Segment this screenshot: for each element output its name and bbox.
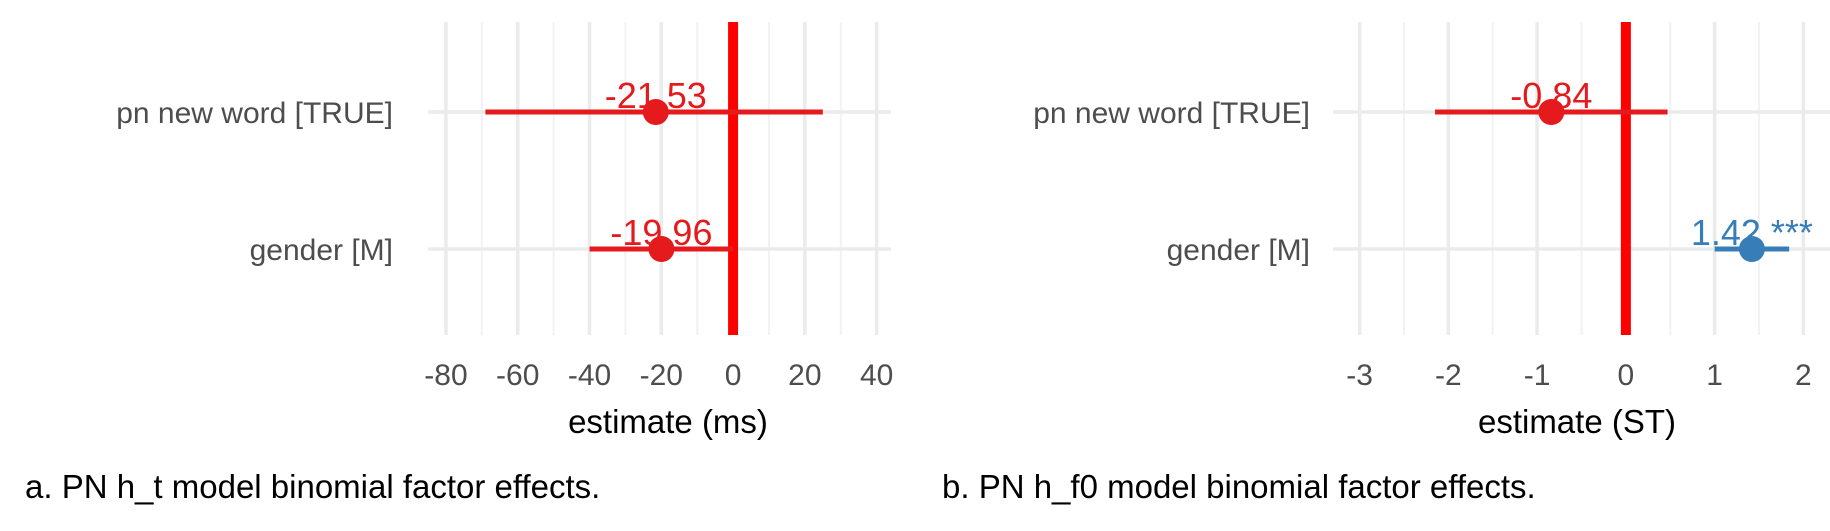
value-label: -19.96 (610, 212, 712, 253)
caption-b: b. PN h_f0 model binomial factor effects… (942, 468, 1536, 505)
x-tick-label: 40 (860, 359, 893, 392)
x-tick-label: 0 (725, 359, 742, 392)
x-tick-label: 20 (788, 359, 821, 392)
x-tick-label: -80 (424, 359, 467, 392)
panel-a: -21.53 -19.96 pn new word [TRUE] gender [M… (25, 22, 893, 505)
estimate-point (1738, 236, 1765, 262)
x-tick-label: -2 (1435, 359, 1462, 392)
estimate-point (648, 236, 675, 262)
caption-a: a. PN h_t model binomial factor effects. (25, 468, 600, 505)
x-axis-title-b: estimate (ST) (1478, 403, 1676, 440)
y-tick-label: gender [M] (250, 234, 393, 267)
x-tick-label: -60 (496, 359, 539, 392)
value-label: 1.42 *** (1691, 212, 1813, 253)
estimate-point (642, 99, 669, 125)
value-label: -21.53 (605, 75, 707, 116)
panel-b: -0.84 1.42 *** pn new word [TRUE] gender [… (942, 22, 1830, 505)
value-label: -0.84 (1510, 75, 1592, 116)
x-tick-label: 1 (1706, 359, 1723, 392)
x-tick-label: -3 (1346, 359, 1373, 392)
x-axis-title-a: estimate (ms) (568, 403, 768, 440)
x-tick-label: -20 (640, 359, 683, 392)
y-tick-label: gender [M] (1167, 234, 1310, 267)
estimate-point (1538, 99, 1565, 125)
x-tick-label: 2 (1795, 359, 1812, 392)
y-tick-label: pn new word [TRUE] (1033, 97, 1310, 130)
y-tick-label: pn new word [TRUE] (116, 97, 393, 130)
x-tick-label: -1 (1524, 359, 1551, 392)
x-tick-label: -40 (568, 359, 611, 392)
x-tick-label: 0 (1618, 359, 1635, 392)
